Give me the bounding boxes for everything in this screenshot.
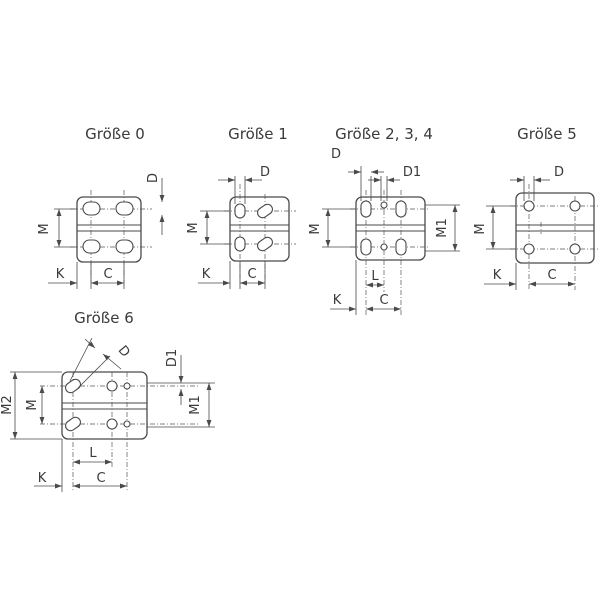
size-0-slot <box>82 201 101 216</box>
size-1-slot <box>234 236 246 252</box>
size-2-3-4-dim-k: K <box>333 293 342 308</box>
size-2-3-4-slot <box>395 200 407 218</box>
size-0-dim-m: M <box>37 223 52 234</box>
size-2-3-4-hinge-body <box>355 196 426 261</box>
size-6-dim-d: D <box>115 343 133 360</box>
size-2-3-4-dim-d1: D1 <box>403 165 421 180</box>
size-1-slot <box>256 236 274 252</box>
size-1-slot <box>234 203 246 219</box>
size-5-dim-c: C <box>547 268 556 283</box>
size-2-3-4-dim-c: C <box>379 293 388 308</box>
size-6-hole-small <box>123 420 131 428</box>
size-2-3-4-slot <box>395 238 407 256</box>
size-1-dim-k: K <box>202 267 211 282</box>
size-6-dim-k: K <box>38 471 47 486</box>
size-2-3-4-dim-m: M <box>308 223 323 234</box>
size-1-slot <box>256 203 274 219</box>
size-1-title: Größe 1 <box>228 125 288 143</box>
size-2-3-4-view: Größe 2, 3, 4 D D1 M M1 <box>308 125 460 315</box>
size-5-hole <box>569 200 581 212</box>
size-2-3-4-slot <box>360 200 372 218</box>
size-0-view: Größe 0 M D K C <box>37 125 165 289</box>
size-2-3-4-dim-d: D <box>331 147 341 162</box>
size-2-3-4-title: Größe 2, 3, 4 <box>335 125 433 143</box>
size-6-slot <box>64 378 82 394</box>
size-5-dim-m: M <box>473 223 488 234</box>
size-1-dim-d: D <box>260 165 270 180</box>
size-6-dim-m1: M1 <box>188 395 203 415</box>
size-5-hole <box>523 243 535 255</box>
size-5-hole <box>523 200 535 212</box>
size-6-dim-m2: M2 <box>0 395 15 415</box>
size-1-dim-m: M <box>186 222 201 233</box>
size-2-3-4-hole <box>380 201 388 209</box>
size-0-slot <box>115 239 134 254</box>
size-0-slot <box>82 239 101 254</box>
size-6-dim-c: C <box>96 471 105 486</box>
size-1-view: Größe 1 D M K C <box>186 125 296 289</box>
size-5-hole <box>569 243 581 255</box>
size-5-title: Größe 5 <box>517 125 577 143</box>
size-6-hole <box>106 380 118 392</box>
size-6-slot <box>64 416 82 432</box>
size-6-dim-l: L <box>89 446 97 461</box>
size-5-dim-d: D <box>554 165 564 180</box>
size-2-3-4-slot <box>360 238 372 256</box>
size-0-dim-c: C <box>103 267 112 282</box>
size-5-dim-k: K <box>493 268 502 283</box>
size-2-3-4-dim-m1: M1 <box>435 218 450 238</box>
size-6-hole <box>106 418 118 430</box>
size-0-dim-d: D <box>146 173 161 183</box>
size-6-hole-small <box>123 382 131 390</box>
size-2-3-4-dim-l: L <box>371 269 379 284</box>
size-6-view: Größe 6 D D1 M1 M M2 <box>0 309 215 492</box>
size-1-dim-c: C <box>247 267 256 282</box>
size-6-title: Größe 6 <box>74 309 134 327</box>
size-0-dim-k: K <box>56 267 65 282</box>
size-6-dim-d1: D1 <box>165 349 180 367</box>
size-0-slot <box>115 201 134 216</box>
size-0-title: Größe 0 <box>85 125 145 143</box>
size-2-3-4-hole <box>380 243 388 251</box>
size-6-dim-m: M <box>25 399 40 410</box>
size-5-view: Größe 5 D M K C <box>473 125 598 290</box>
